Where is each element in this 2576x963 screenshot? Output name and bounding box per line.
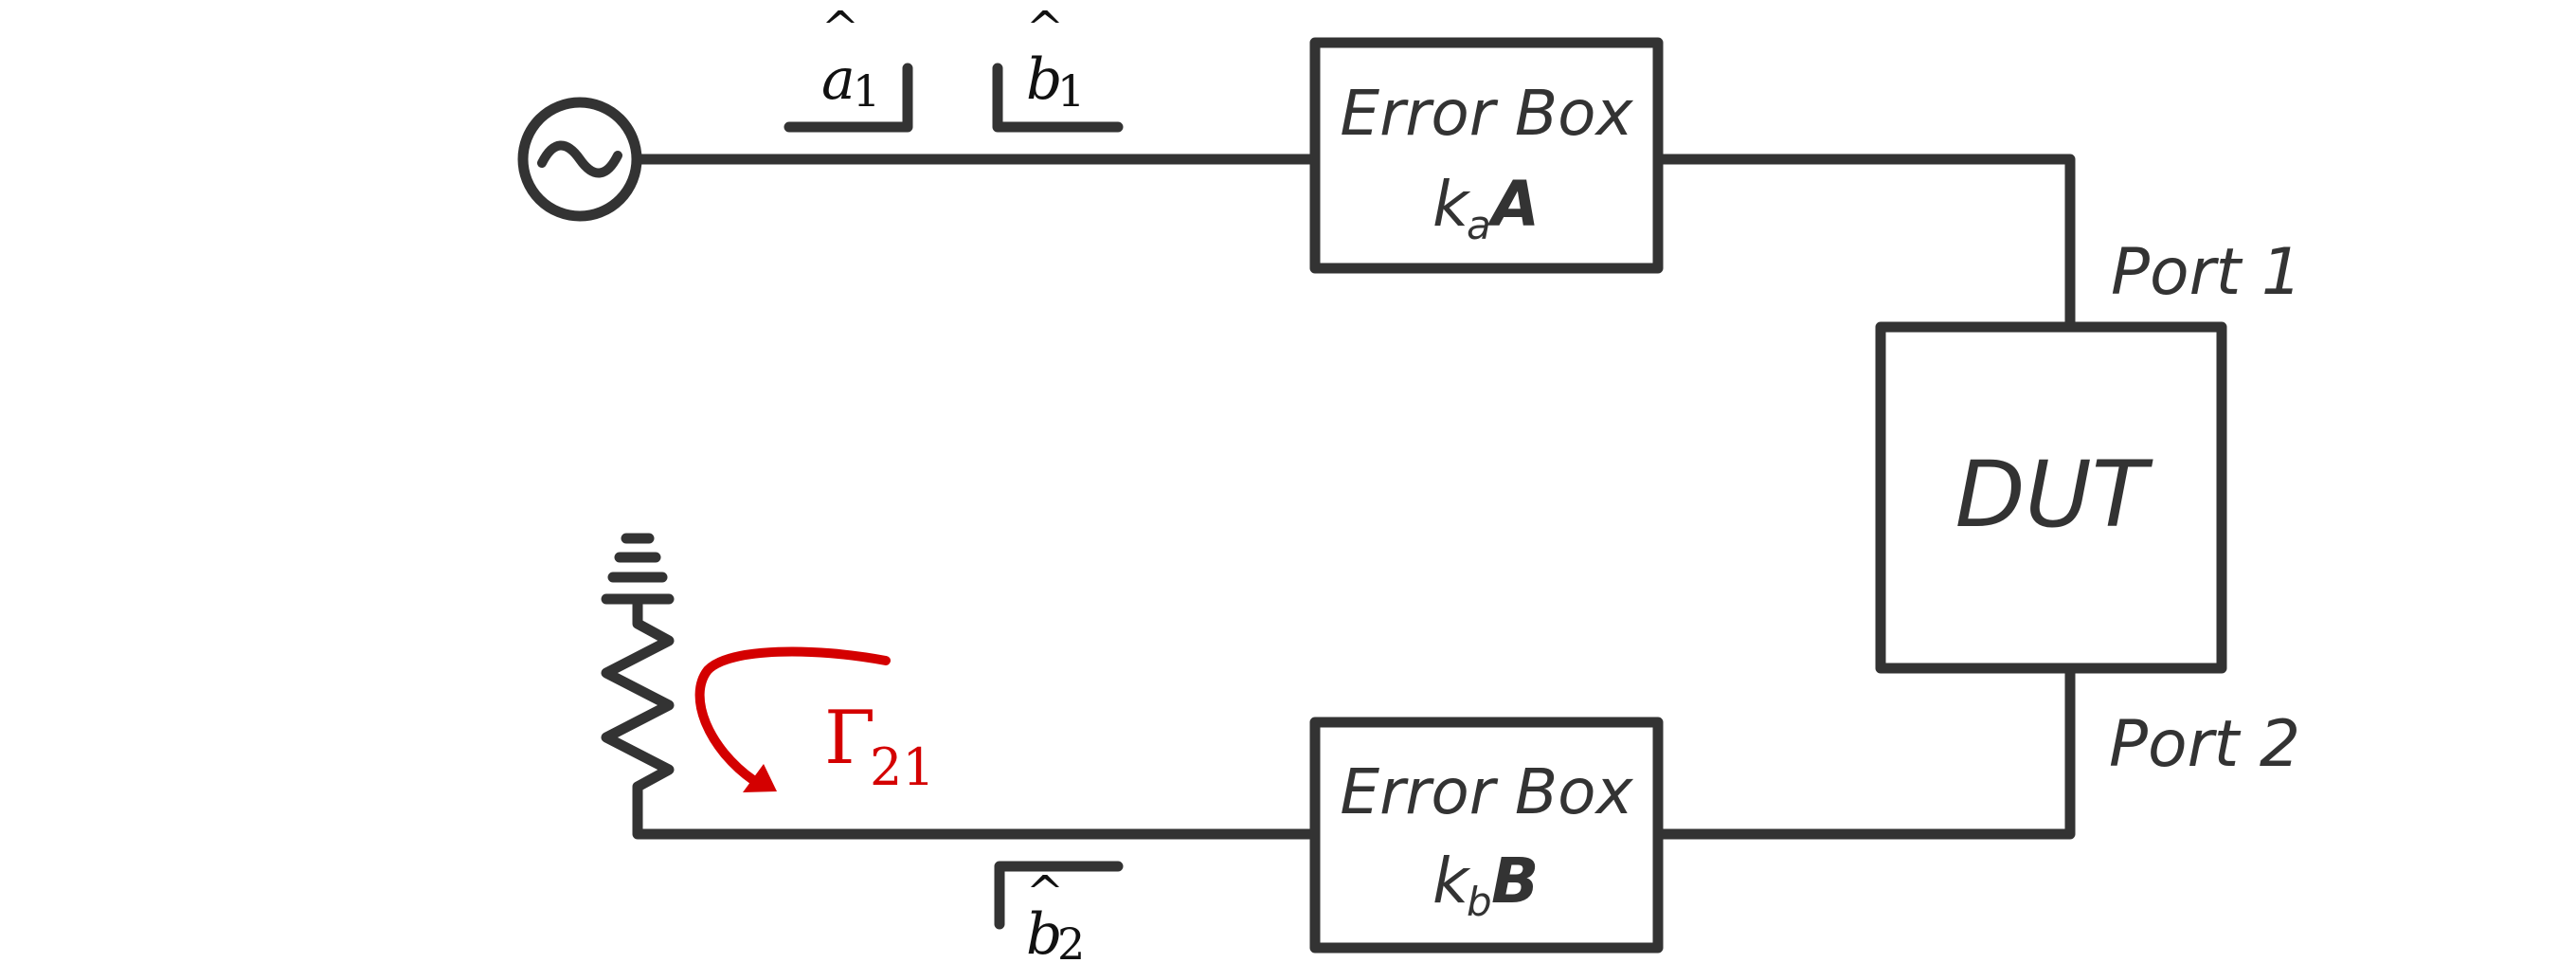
label-b1-sub: 1 [1057,65,1085,117]
error-box-a-k: k [1432,168,1471,241]
port1-label: Port 1 [2111,235,2302,310]
port2-label: Port 2 [2109,707,2300,782]
label-b1: ^ b 1 [1026,2,1085,117]
error-box-b-matrix: B [1491,845,1539,918]
coupler-a1-icon [784,63,913,133]
error-box-b-k: k [1432,845,1471,918]
dut-frame [1875,321,2227,674]
bottom-line-to-port2 [1652,663,2076,840]
load-termination [601,533,675,816]
label-b2-base: b [1026,901,1062,963]
dut-box: DUT [1875,321,2227,674]
dut-label: DUT [1955,442,2153,548]
reflection-arrowhead-icon [743,764,777,792]
reflection-sub: 21 [870,737,935,797]
error-box-a-k-sub: a [1467,202,1491,248]
coupler-b1-icon [992,63,1124,133]
label-a1-hat: ^ [821,2,859,55]
label-b2-sub: 2 [1057,918,1085,963]
error-box-a-title: Error Box [1340,77,1633,150]
label-a1-sub: 1 [853,65,880,117]
label-a1: ^ a 1 [821,2,880,117]
reflection-indicator: Γ 21 [694,646,935,797]
ac-source [517,97,642,222]
error-box-b-frame [1309,717,1664,954]
error-box-a-frame [1309,37,1664,274]
sine-wave-icon [537,140,622,178]
error-box-a-matrix: A [1486,168,1540,241]
error-box-a: Error Box k a A [1309,37,1664,274]
reflection-symbol: Γ [824,696,875,781]
coupler-b2-icon [994,861,1124,930]
error-box-b-title: Error Box [1340,755,1633,828]
error-box-b-k-sub: b [1467,879,1492,925]
label-a1-base: a [821,46,856,113]
label-b2-hat: ^ [1026,866,1064,919]
resistor-icon [601,593,675,816]
top-line-to-port1 [1652,154,2076,333]
reflection-arrow-icon [694,646,891,785]
label-b1-base: b [1026,46,1062,113]
error-box-b: Error Box k b B [1309,717,1664,954]
label-b2: ^ b 2 [1026,866,1085,963]
label-b1-hat: ^ [1026,2,1064,55]
bottom-line-load [632,805,1321,840]
